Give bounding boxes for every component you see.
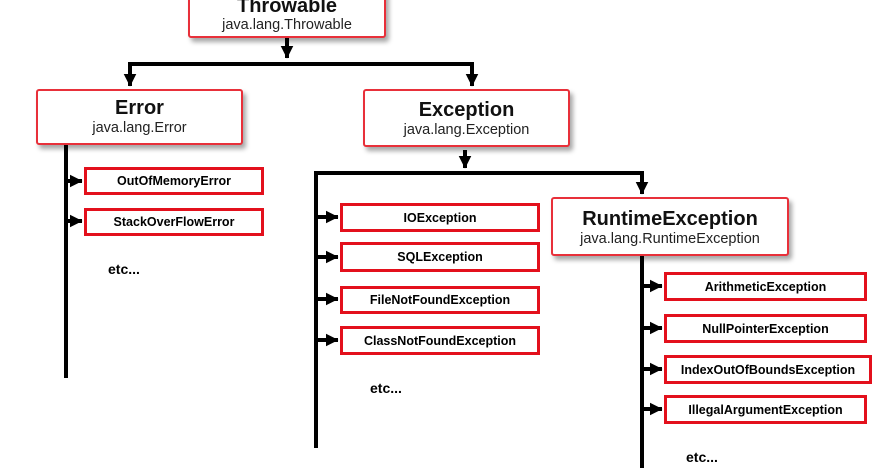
- illegal-argument-exception-box: IllegalArgumentException: [664, 395, 867, 424]
- exception-subtitle: java.lang.Exception: [403, 122, 530, 138]
- error-node: Error java.lang.Error: [36, 89, 243, 145]
- out-of-memory-error-box: OutOfMemoryError: [84, 167, 264, 195]
- exception-etc-label: etc...: [370, 380, 402, 396]
- throwable-title: Throwable: [236, 0, 337, 17]
- error-title: Error: [115, 97, 164, 119]
- null-pointer-exception-box: NullPointerException: [664, 314, 867, 343]
- runtime-exception-title: RuntimeException: [582, 208, 758, 230]
- class-not-found-exception-box: ClassNotFoundException: [340, 326, 540, 355]
- runtime-etc-label: etc...: [686, 449, 718, 465]
- exception-title: Exception: [418, 99, 515, 121]
- runtime-exception-subtitle: java.lang.RuntimeException: [580, 231, 760, 247]
- error-etc-label: etc...: [108, 261, 140, 277]
- throwable-node: Throwable java.lang.Throwable: [188, 0, 386, 38]
- file-not-found-exception-box: FileNotFoundException: [340, 286, 540, 314]
- arithmetic-exception-box: ArithmeticException: [664, 272, 867, 301]
- index-out-of-bounds-exception-box: IndexOutOfBoundsException: [664, 355, 872, 384]
- stack-overflow-error-box: StackOverFlowError: [84, 208, 264, 236]
- error-subtitle: java.lang.Error: [92, 120, 187, 136]
- runtime-exception-node: RuntimeException java.lang.RuntimeExcept…: [551, 197, 789, 256]
- sql-exception-box: SQLException: [340, 242, 540, 272]
- io-exception-box: IOException: [340, 203, 540, 232]
- exception-node: Exception java.lang.Exception: [363, 89, 570, 147]
- throwable-subtitle: java.lang.Throwable: [222, 17, 352, 33]
